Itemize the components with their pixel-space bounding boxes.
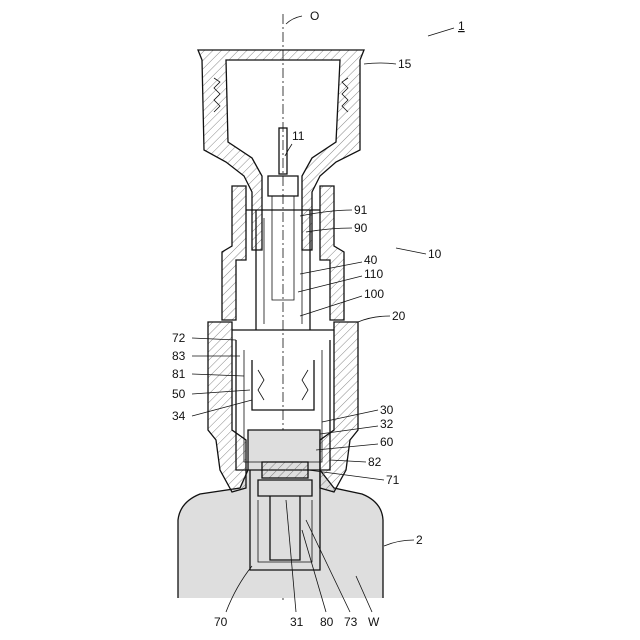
label-31: 31: [290, 615, 304, 629]
label-110: 110: [364, 267, 383, 281]
label-32: 32: [380, 417, 394, 431]
label-30: 30: [380, 403, 394, 417]
label-73: 73: [344, 615, 358, 629]
label-50: 50: [172, 387, 186, 401]
label-W: W: [368, 615, 380, 629]
label-71: 71: [386, 473, 400, 487]
label-83: 83: [172, 349, 186, 363]
label-needle: 11: [292, 129, 305, 143]
label-axis: O: [310, 9, 319, 23]
bottle-2: [178, 430, 383, 598]
label-20: 20: [392, 309, 406, 323]
label-72: 72: [172, 331, 186, 345]
label-assembly: 1: [458, 19, 465, 33]
label-91: 91: [354, 203, 368, 217]
label-34: 34: [172, 409, 186, 423]
label-80: 80: [320, 615, 334, 629]
label-81: 81: [172, 367, 186, 381]
label-82: 82: [368, 455, 382, 469]
label-bottle: 2: [416, 533, 423, 547]
cap-15: [198, 50, 364, 250]
label-cap: 15: [398, 57, 412, 71]
label-90: 90: [354, 221, 368, 235]
label-100: 100: [364, 287, 384, 301]
label-40: 40: [364, 253, 378, 267]
label-70: 70: [214, 615, 228, 629]
label-60: 60: [380, 435, 394, 449]
label-10: 10: [428, 247, 442, 261]
